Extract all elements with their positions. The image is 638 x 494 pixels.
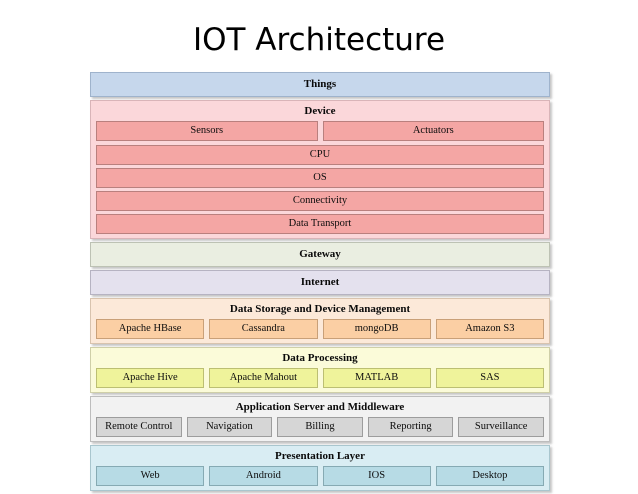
data-processing-row: Apache Hive Apache Mahout MATLAB SAS bbox=[91, 368, 549, 392]
presentation-item-android[interactable]: Android bbox=[209, 466, 318, 486]
layer-data-storage[interactable]: Data Storage and Device Management Apach… bbox=[90, 298, 550, 344]
layer-gateway-title: Gateway bbox=[299, 248, 341, 260]
processing-item-matlab[interactable]: MATLAB bbox=[322, 368, 431, 388]
layer-internet[interactable]: Internet bbox=[90, 270, 550, 295]
processing-item-apache-hive[interactable]: Apache Hive bbox=[96, 368, 205, 388]
processing-item-apache-mahout[interactable]: Apache Mahout bbox=[209, 368, 318, 388]
data-storage-row: Apache HBase Cassandra mongoDB Amazon S3 bbox=[91, 319, 549, 343]
processing-item-sas[interactable]: SAS bbox=[435, 368, 544, 388]
appserver-item-navigation[interactable]: Navigation bbox=[186, 417, 273, 437]
device-item-data-transport[interactable]: Data Transport bbox=[96, 214, 544, 234]
layer-data-processing-title: Data Processing bbox=[282, 352, 358, 364]
device-sensor-actuator-row: Sensors Actuators bbox=[91, 121, 549, 145]
layer-device-title: Device bbox=[304, 105, 336, 117]
layer-presentation[interactable]: Presentation Layer Web Android IOS Deskt… bbox=[90, 445, 550, 491]
appserver-item-reporting[interactable]: Reporting bbox=[367, 417, 454, 437]
appserver-item-billing[interactable]: Billing bbox=[277, 417, 363, 437]
storage-item-apache-hbase[interactable]: Apache HBase bbox=[96, 319, 205, 339]
device-item-sensors[interactable]: Sensors bbox=[96, 121, 318, 141]
layer-gateway[interactable]: Gateway bbox=[90, 242, 550, 267]
layer-data-processing[interactable]: Data Processing Apache Hive Apache Mahou… bbox=[90, 347, 550, 393]
application-server-row: Remote Control Navigation Billing Report… bbox=[91, 417, 549, 441]
appserver-item-remote-control[interactable]: Remote Control bbox=[96, 417, 182, 437]
architecture-stack: Things Device Sensors Actuators CPU OS C… bbox=[90, 72, 550, 494]
device-item-connectivity[interactable]: Connectivity bbox=[96, 191, 544, 211]
layer-presentation-title: Presentation Layer bbox=[275, 450, 365, 462]
presentation-row: Web Android IOS Desktop bbox=[91, 466, 549, 490]
presentation-item-web[interactable]: Web bbox=[96, 466, 205, 486]
layer-things[interactable]: Things bbox=[90, 72, 550, 97]
slide-canvas: IOT Architecture Things Device Sensors A… bbox=[90, 22, 550, 491]
layer-things-title: Things bbox=[303, 78, 337, 90]
storage-item-amazon-s3[interactable]: Amazon S3 bbox=[435, 319, 544, 339]
storage-item-cassandra[interactable]: Cassandra bbox=[209, 319, 318, 339]
layer-data-storage-title: Data Storage and Device Management bbox=[229, 303, 411, 315]
device-stack-rows: CPU OS Connectivity Data Transport bbox=[91, 145, 549, 238]
layer-application-server-title: Application Server and Middleware bbox=[235, 401, 405, 413]
appserver-item-surveillance[interactable]: Surveillance bbox=[458, 417, 544, 437]
layer-application-server[interactable]: Application Server and Middleware Remote… bbox=[90, 396, 550, 442]
device-item-os[interactable]: OS bbox=[96, 168, 544, 188]
device-item-cpu[interactable]: CPU bbox=[96, 145, 544, 165]
page-title: IOT Architecture bbox=[192, 22, 446, 58]
device-item-actuators[interactable]: Actuators bbox=[322, 121, 544, 141]
layer-internet-title: Internet bbox=[300, 276, 340, 288]
presentation-item-desktop[interactable]: Desktop bbox=[435, 466, 544, 486]
layer-device[interactable]: Device Sensors Actuators CPU OS Connecti… bbox=[90, 100, 550, 239]
storage-item-mongodb[interactable]: mongoDB bbox=[322, 319, 431, 339]
presentation-item-ios[interactable]: IOS bbox=[322, 466, 431, 486]
